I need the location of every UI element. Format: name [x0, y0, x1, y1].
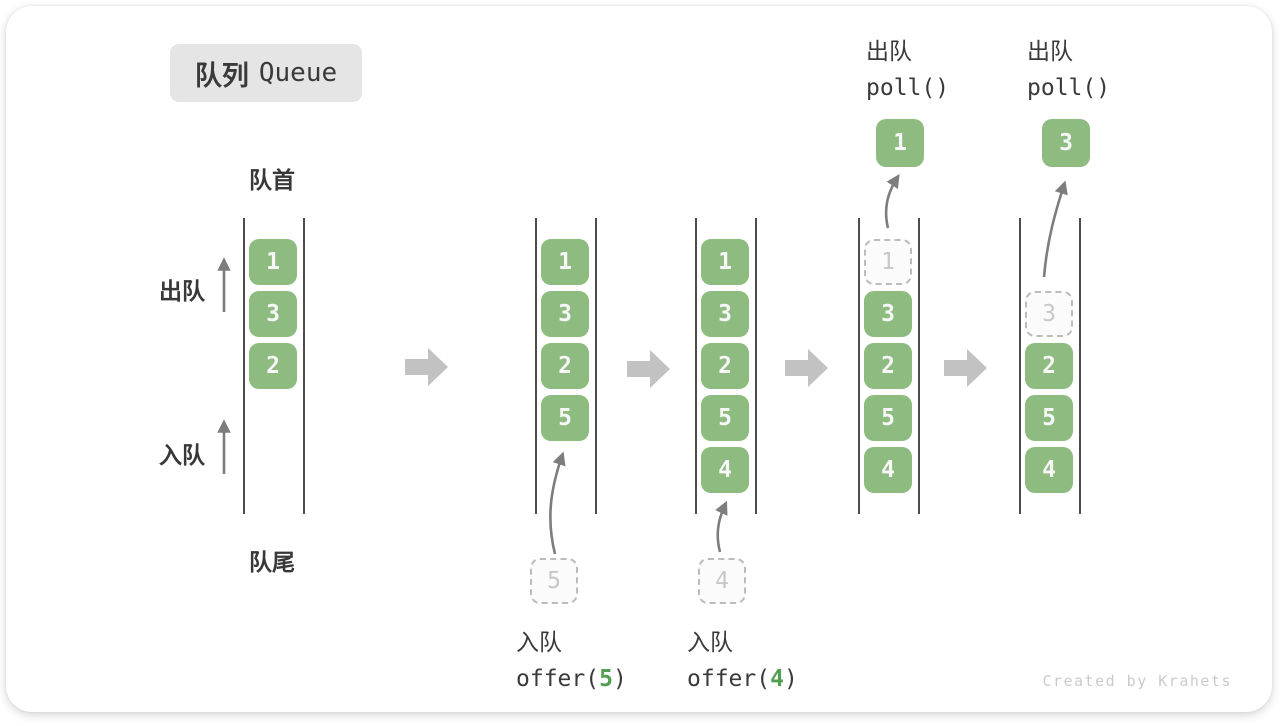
queue-wall	[1079, 218, 1081, 514]
queue-item: 5	[1025, 395, 1073, 441]
op-enqueue-label: 入队	[687, 629, 733, 655]
op-arg: 5	[599, 666, 613, 692]
queue-item: 5	[541, 395, 589, 441]
op-enqueue-label: 入队	[516, 629, 562, 655]
label-enqueue-side: 入队	[159, 442, 205, 468]
label-dequeue-side: 出队	[159, 278, 205, 304]
flow-arrow-2	[627, 350, 670, 388]
queue-item: 1	[249, 239, 297, 285]
queue-item: 5	[864, 395, 912, 441]
queue-item: 3	[249, 291, 297, 337]
op-dequeue-code: poll()	[1027, 75, 1111, 101]
op-arg: 4	[770, 666, 784, 692]
flow-arrow-3	[785, 349, 828, 387]
queue-wall	[918, 218, 920, 514]
queue-wall	[535, 218, 537, 514]
dequeue-arrow-1	[884, 174, 900, 229]
removed-item-ghost: 3	[1025, 291, 1073, 337]
label-queue-front: 队首	[249, 167, 295, 193]
queue-item: 4	[701, 447, 749, 493]
queue-wall	[755, 218, 757, 514]
queue-wall	[303, 218, 305, 514]
op-dequeue-poll-2: 出队 poll()	[1027, 32, 1110, 101]
queue-item: 1	[541, 239, 589, 285]
op-enqueue-code: offer(5)	[516, 666, 627, 692]
queue-item: 3	[541, 291, 589, 337]
incoming-item-ghost: 4	[698, 558, 746, 604]
enqueue-arrow-5	[549, 451, 566, 555]
label-queue-rear: 队尾	[249, 549, 295, 575]
op-dequeue-code: poll()	[866, 75, 950, 101]
queue-wall	[1019, 218, 1021, 514]
popped-item: 1	[876, 119, 924, 167]
op-dequeue-label: 出队	[866, 38, 912, 64]
title-zh: 队列	[194, 60, 249, 91]
queue-item: 2	[1025, 343, 1073, 389]
arrows-overlay	[217, 174, 1068, 555]
queue-wall	[595, 218, 597, 514]
queue-item: 3	[701, 291, 749, 337]
flow-arrow-1	[405, 348, 448, 386]
popped-item: 3	[1042, 119, 1090, 167]
op-enqueue-offer5: 入队 offer(5)	[516, 623, 627, 692]
op-enqueue-offer4: 入队 offer(4)	[687, 623, 798, 692]
queue-item: 2	[541, 343, 589, 389]
queue-item: 5	[701, 395, 749, 441]
incoming-item-ghost: 5	[530, 558, 578, 604]
flow-arrow-4	[944, 349, 987, 387]
queue-item: 4	[864, 447, 912, 493]
removed-item-ghost: 1	[864, 239, 912, 285]
queue-item: 2	[701, 343, 749, 389]
queue-item: 2	[249, 343, 297, 389]
queue-wall	[243, 218, 245, 514]
op-enqueue-code: offer(4)	[687, 666, 798, 692]
watermark: Created by Krahets	[1042, 672, 1232, 690]
queue-item: 3	[864, 291, 912, 337]
queue-item: 1	[701, 239, 749, 285]
title-badge: 队列 Queue	[170, 44, 362, 102]
queue-item: 2	[864, 343, 912, 389]
dequeue-arrow-3	[1042, 180, 1068, 278]
queue-item: 4	[1025, 447, 1073, 493]
op-dequeue-poll-1: 出队 poll()	[866, 32, 949, 101]
enqueue-arrow-4	[715, 500, 728, 553]
title-en: Queue	[258, 58, 338, 88]
figure-card: 队列 Queue 队首 队尾 出队 入队 1 3 2 1 3 2 5 5 1 3…	[6, 6, 1272, 712]
op-dequeue-label: 出队	[1027, 38, 1073, 64]
queue-wall	[858, 218, 860, 514]
queue-wall	[695, 218, 697, 514]
